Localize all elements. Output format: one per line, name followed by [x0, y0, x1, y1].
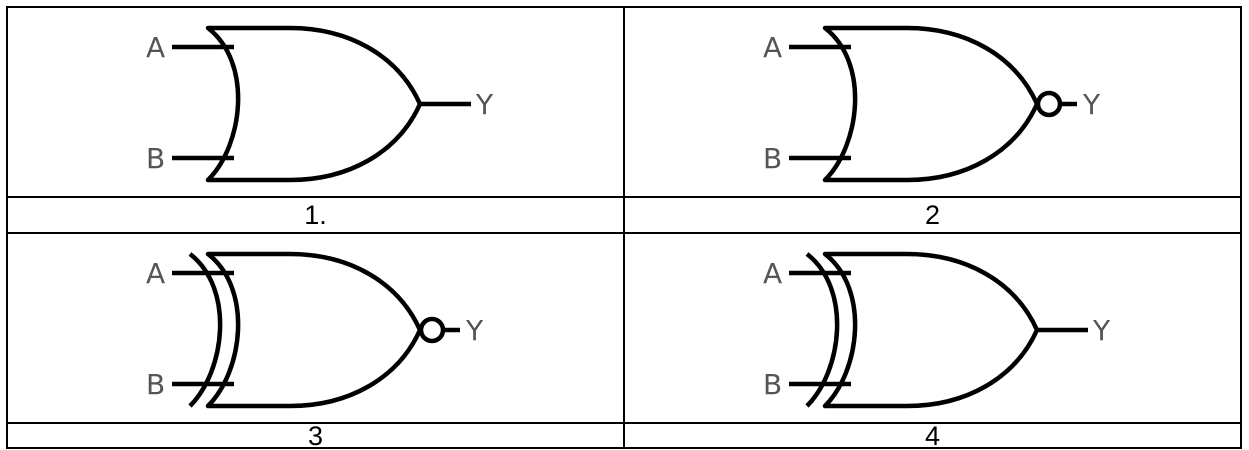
inversion-bubble — [418, 316, 446, 343]
xor-input-curve — [188, 251, 223, 408]
input-b-label: B — [763, 368, 782, 401]
gate-body — [205, 251, 423, 408]
output-y-label: Y — [475, 88, 494, 121]
gate-drawing: A B Y — [763, 251, 1111, 408]
gate-symbol: A B Y — [146, 251, 484, 408]
output-y-label: Y — [1092, 314, 1111, 347]
gate-label: 2 — [623, 196, 1242, 235]
input-a-label: A — [763, 257, 782, 290]
input-b-label: B — [146, 142, 165, 175]
gate-drawing: A B Y — [146, 251, 484, 408]
input-a-label: A — [146, 31, 165, 64]
gate-cell: A B Y — [6, 232, 625, 425]
input-b-label: B — [146, 368, 165, 401]
gate-label: 4 — [623, 422, 1242, 449]
input-a-label: A — [146, 257, 165, 290]
gate-cell: A B Y — [623, 5, 1242, 199]
input-b-label: B — [763, 142, 782, 175]
gate-body — [822, 25, 1040, 182]
gate-body — [205, 25, 423, 182]
label-row: 3 4 — [6, 422, 1242, 449]
gate-table: A B Y A B Y 1. 2 A B Y A B Y 3 4 — [6, 5, 1242, 449]
xor-input-curve — [805, 251, 840, 408]
gate-cell: A B Y — [623, 232, 1242, 425]
gate-cell: A B Y — [6, 5, 625, 199]
gate-label: 1. — [6, 196, 625, 235]
output-y-label: Y — [465, 314, 484, 347]
gate-body — [822, 251, 1040, 408]
gate-label: 3 — [6, 422, 625, 449]
gate-drawing: A B Y — [146, 25, 494, 182]
output-y-label: Y — [1082, 88, 1101, 121]
input-a-label: A — [763, 31, 782, 64]
label-row: 1. 2 — [6, 196, 1242, 235]
gate-symbol: A B Y — [146, 25, 494, 182]
diagram-row: A B Y A B Y — [6, 5, 1242, 199]
diagram-row: A B Y A B Y — [6, 232, 1242, 425]
gate-symbol: A B Y — [763, 25, 1101, 182]
inversion-bubble — [1035, 90, 1063, 117]
gate-symbol: A B Y — [763, 251, 1111, 408]
gate-drawing: A B Y — [763, 25, 1101, 182]
